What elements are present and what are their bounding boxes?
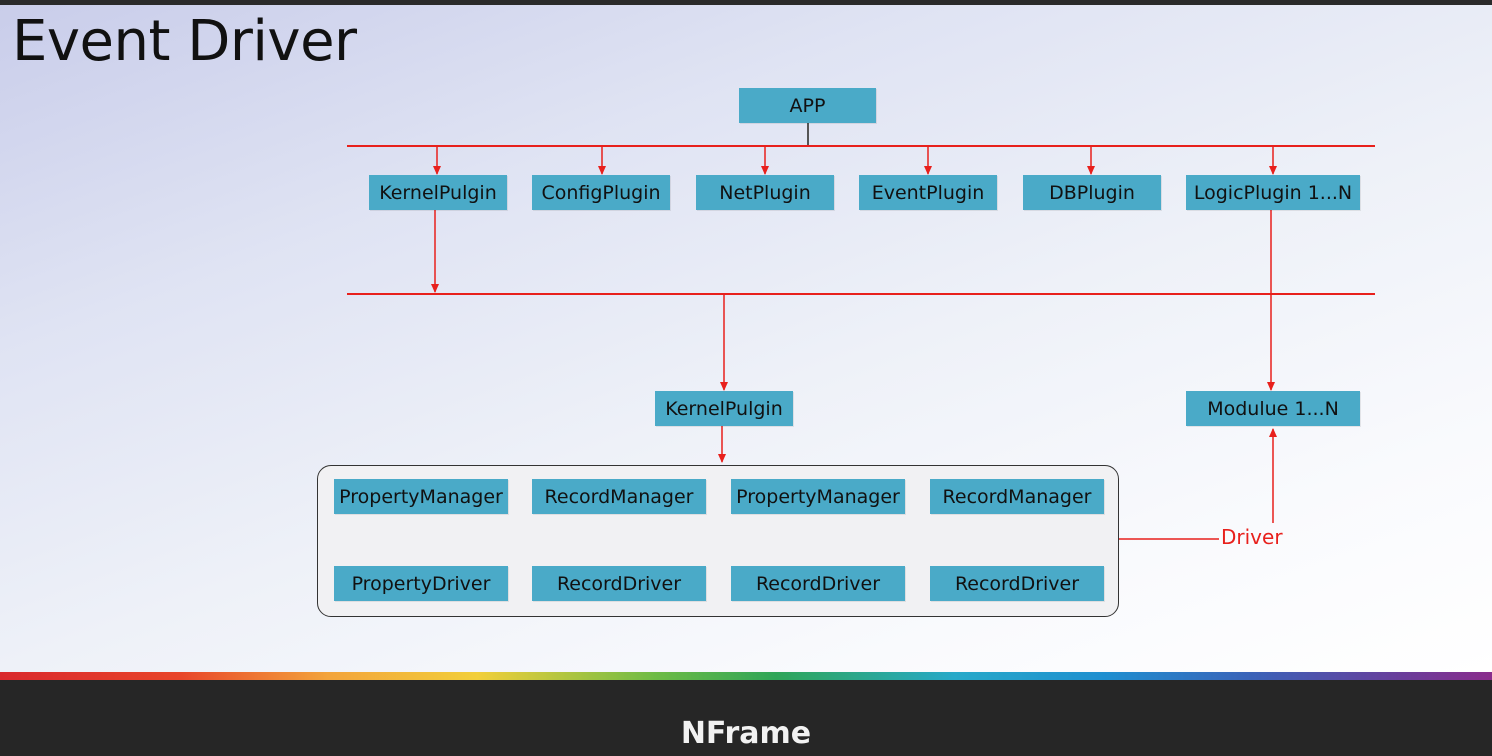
rainbow-divider <box>0 672 1492 680</box>
top-strip <box>0 0 1492 5</box>
record-manager-node-1[interactable]: RecordManager <box>532 479 706 514</box>
event-plugin-node[interactable]: EventPlugin <box>859 175 997 210</box>
footer-bar: NFrame <box>0 680 1492 756</box>
footer-brand: NFrame <box>680 716 812 751</box>
driver-label: Driver <box>1221 525 1283 549</box>
property-manager-node-1[interactable]: PropertyManager <box>334 479 508 514</box>
db-plugin-node[interactable]: DBPlugin <box>1023 175 1161 210</box>
slide: Event Driver <box>0 5 1492 672</box>
record-manager-node-2[interactable]: RecordManager <box>930 479 1104 514</box>
kernel-plugin-node[interactable]: KernelPulgin <box>369 175 507 210</box>
app-node[interactable]: APP <box>739 88 876 123</box>
property-manager-node-2[interactable]: PropertyManager <box>731 479 905 514</box>
record-driver-node-1[interactable]: RecordDriver <box>532 566 706 601</box>
record-driver-node-3[interactable]: RecordDriver <box>930 566 1104 601</box>
module-node[interactable]: Modulue 1...N <box>1186 391 1360 426</box>
diagram-edges <box>347 123 1375 566</box>
page-title: Event Driver <box>12 9 357 74</box>
net-plugin-node[interactable]: NetPlugin <box>696 175 834 210</box>
record-driver-node-2[interactable]: RecordDriver <box>731 566 905 601</box>
config-plugin-node[interactable]: ConfigPlugin <box>532 175 670 210</box>
kernel-plugin-lower-node[interactable]: KernelPulgin <box>655 391 793 426</box>
property-driver-node[interactable]: PropertyDriver <box>334 566 508 601</box>
logic-plugin-node[interactable]: LogicPlugin 1...N <box>1186 175 1360 210</box>
